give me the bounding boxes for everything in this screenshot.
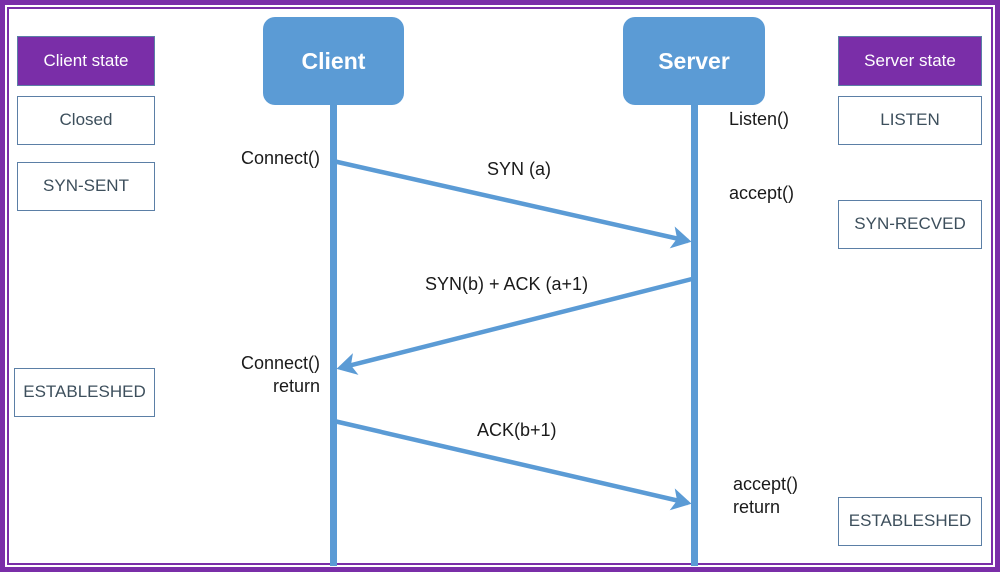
client-state-box-syn-sent: SYN-SENT bbox=[17, 162, 155, 211]
client-event-connect: Connect() bbox=[240, 148, 320, 168]
server-state-box-syn-recved: SYN-RECVED bbox=[838, 200, 982, 249]
server-event-listen: Listen() bbox=[729, 109, 790, 129]
server-event-accept-return: accept() return bbox=[733, 474, 799, 517]
server-lifeline bbox=[691, 100, 698, 566]
message-label-syn: SYN (a) bbox=[487, 159, 552, 179]
server-state-box-established: ESTABLESHED bbox=[838, 497, 982, 546]
client-state-column-header: Client state bbox=[17, 36, 155, 86]
participant-client: Client bbox=[263, 17, 404, 105]
client-event-connect-return: Connect() return bbox=[240, 353, 320, 396]
server-state-column-header: Server state bbox=[838, 36, 982, 86]
server-event-accept: accept() bbox=[729, 183, 795, 203]
message-label-ack: ACK(b+1) bbox=[477, 420, 557, 440]
client-state-box-established: ESTABLESHED bbox=[14, 368, 155, 417]
server-state-box-listen: LISTEN bbox=[838, 96, 982, 145]
client-state-box-closed: Closed bbox=[17, 96, 155, 145]
participant-server: Server bbox=[623, 17, 765, 105]
client-lifeline bbox=[330, 100, 337, 566]
message-label-syn-ack: SYN(b) + ACK (a+1) bbox=[425, 274, 589, 294]
